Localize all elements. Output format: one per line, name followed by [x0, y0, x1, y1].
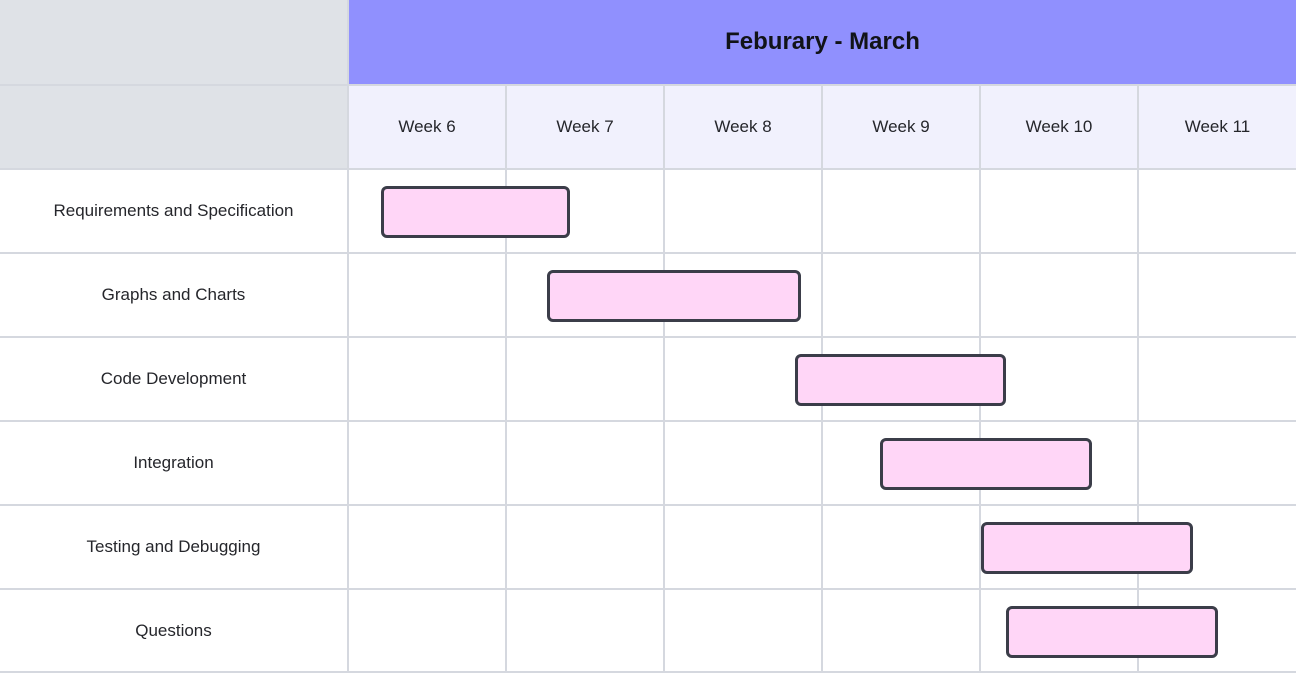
- task-bar[interactable]: [794, 354, 1007, 406]
- week-header-5: Week 10: [981, 86, 1139, 170]
- grid-cell: [507, 170, 665, 254]
- task-bar[interactable]: [380, 186, 571, 238]
- task-label: Requirements and Specification: [0, 170, 349, 254]
- grid-cell: [665, 170, 823, 254]
- grid-cell: [349, 590, 507, 673]
- grid-cell: [349, 422, 507, 506]
- task-bar[interactable]: [546, 270, 801, 322]
- week-header-4: Week 9: [823, 86, 981, 170]
- task-bar[interactable]: [1006, 606, 1218, 658]
- task-label: Code Development: [0, 338, 349, 422]
- grid-cell: [1139, 338, 1296, 422]
- grid-cell: [981, 338, 1139, 422]
- task-label: Testing and Debugging: [0, 506, 349, 590]
- grid-cell: [823, 590, 981, 673]
- grid-cell: [981, 170, 1139, 254]
- grid-cell: [1139, 422, 1296, 506]
- grid-cell: [349, 254, 507, 338]
- chart-title: Feburary - March: [725, 28, 920, 55]
- task-label: Integration: [0, 422, 349, 506]
- corner-cell-top: [0, 0, 349, 86]
- grid-cell: [349, 506, 507, 590]
- grid-cell: [823, 506, 981, 590]
- title-bar: Feburary - March: [349, 0, 1296, 86]
- grid-cell: [507, 590, 665, 673]
- grid-cell: [823, 170, 981, 254]
- grid-cell: [981, 254, 1139, 338]
- week-header-6: Week 11: [1139, 86, 1296, 170]
- grid-cell: [507, 506, 665, 590]
- task-label: Questions: [0, 590, 349, 673]
- grid-cell: [981, 422, 1139, 506]
- grid-cell: [349, 338, 507, 422]
- grid-cell: [823, 254, 981, 338]
- task-bar[interactable]: [981, 522, 1193, 574]
- grid-cell: [1139, 170, 1296, 254]
- grid-cell: [1139, 590, 1296, 673]
- grid-cell: [665, 590, 823, 673]
- grid-cell: [507, 338, 665, 422]
- week-header-2: Week 7: [507, 86, 665, 170]
- grid-cell: [1139, 506, 1296, 590]
- grid-cell: [665, 422, 823, 506]
- grid-cell: [1139, 254, 1296, 338]
- task-bar[interactable]: [879, 438, 1092, 490]
- grid-cell: [665, 506, 823, 590]
- grid-cell: [665, 254, 823, 338]
- week-header-1: Week 6: [349, 86, 507, 170]
- corner-cell-bottom: [0, 86, 349, 170]
- grid-cell: [507, 422, 665, 506]
- task-label: Graphs and Charts: [0, 254, 349, 338]
- week-header-3: Week 8: [665, 86, 823, 170]
